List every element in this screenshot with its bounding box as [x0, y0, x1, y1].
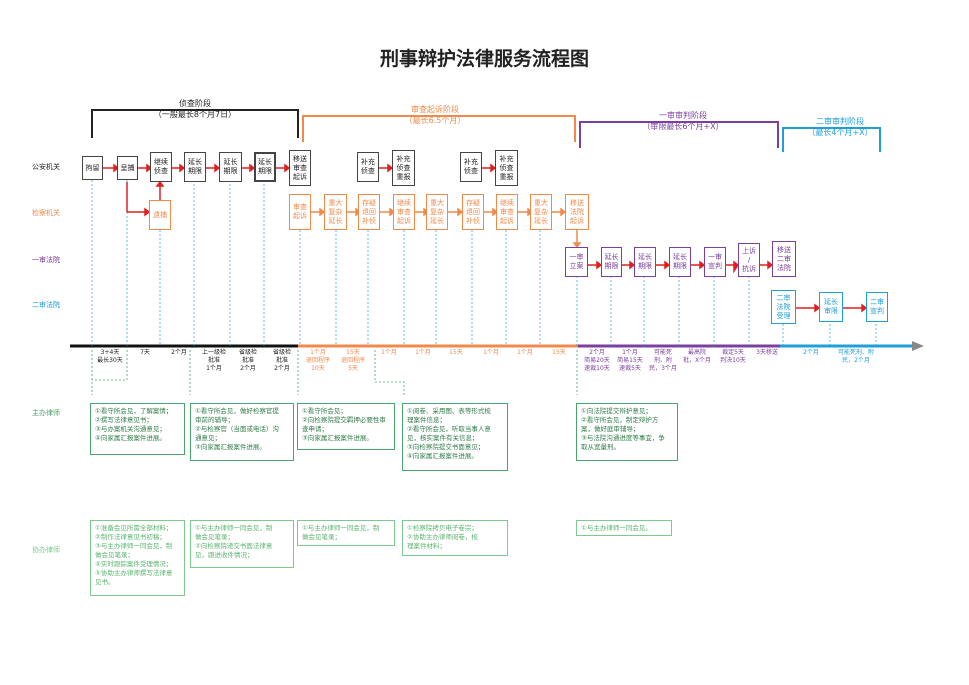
- row-label-procuratorate: 检察机关: [32, 209, 60, 217]
- court2-box-accept: 二审 法院 受理: [771, 290, 796, 324]
- procuratorate-box-arrest: 逮捕: [149, 200, 171, 230]
- police-box-continue-investigation: 继续 侦查: [150, 152, 172, 182]
- police-box-extend-3: 延长 期限: [254, 152, 276, 182]
- tick-label: 1个月: [381, 349, 397, 356]
- lead-note-review: ①看守所会见； ②向检察院提交羁押必要性审 查申请； ③向家属汇报案件进展。: [297, 403, 395, 450]
- assist-note-investigation: ①准备会见所需全部材料； ②制作法律意见书初稿； ③与主办律师一同会见，制 做会…: [90, 520, 185, 596]
- tick-label: 1个月 简易15天 速裁5天: [617, 349, 643, 372]
- police-box-extend-1: 延长 期限: [184, 152, 206, 182]
- row-label-court1: 一审法院: [32, 256, 60, 264]
- police-box-transfer-prosecution: 移送 审查 起诉: [289, 150, 311, 186]
- tick-label: 15天: [552, 349, 566, 356]
- police-box-supplement-2: 补充 侦查: [460, 152, 482, 182]
- tick-label: 1个月: [483, 349, 499, 356]
- tick-label: 省级检 批准 2个月: [238, 349, 257, 372]
- tick-label: 可能死 刑、附 民，3个月: [649, 349, 677, 372]
- procuratorate-box-major-extend-1: 重大 复杂 延长: [324, 194, 347, 230]
- lead-note-prosecution: ①阅卷、采用图、表等形式梳 理案件信息； ②看守所会见，听取当事人意 见，核实案…: [402, 403, 508, 471]
- procuratorate-box-return-1: 存疑 退回 补侦: [358, 194, 380, 230]
- phase-trial1: 一审审判阶段 （审限最长6个月+X）: [642, 111, 724, 131]
- tick-label: 1个月: [415, 349, 431, 356]
- police-box-detain: 拘留: [82, 156, 103, 180]
- phase-prosecution: 审查起诉阶段 （最长6.5个月）: [404, 105, 466, 125]
- tick-label: 3+4天 最长30天: [97, 349, 123, 364]
- phase-trial2: 二审审判阶段 （最长4个月+X）: [807, 117, 873, 137]
- tick-label: 7天: [140, 349, 150, 356]
- court1-box-verdict: 一审 宣判: [704, 247, 726, 277]
- assist-note-prosecution: ①检察院拷贝电子卷宗； ②协助主办律师阅卷，梳 理案件材料；: [402, 520, 508, 556]
- tick-label: 3天移送: [756, 349, 778, 356]
- tick-label: 可能死刑、附 民，2个月: [837, 349, 874, 364]
- tick-label: 裁定5天 判决10天: [720, 349, 746, 364]
- court1-box-filing: 一审 立案: [565, 247, 588, 277]
- row-label-police: 公安机关: [32, 163, 60, 171]
- tick-label: 1个月: [517, 349, 533, 356]
- police-box-supplement-1: 补充 侦查: [357, 152, 379, 182]
- procuratorate-box-review: 审查 起诉: [289, 194, 311, 230]
- lead-note-pre-arrest: ①看守所会见，做好检察官提 审前的辅导； ②与检察官（当面或电话）沟 通意见； …: [190, 403, 294, 461]
- tick-label: 2个月: [171, 349, 187, 356]
- court2-box-verdict: 二审 宣判: [866, 292, 888, 322]
- assist-note-trial: ①与主办律师一同会见。: [576, 520, 672, 536]
- police-box-supplement-resubmit-2: 补充 侦查 重报: [495, 150, 518, 186]
- procuratorate-box-continue-2: 继续 审查 起诉: [496, 194, 518, 230]
- tick-label: 省级检 批准 2个月: [272, 349, 291, 372]
- tick-label: 2个月: [803, 349, 819, 356]
- court1-box-appeal: 上诉 / 抗诉: [738, 243, 760, 277]
- tick-label: 15天: [449, 349, 463, 356]
- page-title: 刑事辩护法律服务流程图: [379, 48, 589, 70]
- procuratorate-box-return-2: 存疑 退回 补侦: [462, 194, 484, 230]
- lead-note-trial: ①向法院提交辩护意见； ②看守所会见，制定辩护方 案，做好庭审辅导； ③与法院沟…: [576, 403, 678, 461]
- procuratorate-box-major-extend-2: 重大 复杂 延长: [426, 194, 448, 230]
- court1-box-extend-2: 延长 期限: [634, 247, 656, 277]
- police-box-request-arrest: 呈捕: [117, 156, 138, 180]
- tick-label: 15天 退回程序 5天: [340, 349, 365, 372]
- row-label-assist-lawyer: 协办律师: [32, 546, 60, 554]
- tick-label: 上一级检 批准 1个月: [201, 349, 226, 372]
- police-box-extend-2: 延长 期限: [219, 152, 242, 182]
- court1-box-extend-1: 延长 期限: [601, 247, 622, 277]
- tick-label: 2个月 简易20天 速裁10天: [584, 349, 610, 372]
- court1-box-extend-3: 延长 期限: [669, 247, 691, 277]
- phase-investigation: 侦查阶段 （一般最长8个月7日）: [153, 99, 237, 119]
- assist-note-pre-arrest: ①与主办律师一同会见，制 做会见笔录； ②向检察院递交书面法律意 见，跟进收件情…: [190, 520, 294, 568]
- court2-box-extend: 延长 审限: [819, 292, 843, 322]
- row-label-lead-lawyer: 主办律师: [32, 409, 60, 417]
- procuratorate-box-continue-1: 继续 审查 起诉: [393, 194, 415, 230]
- procuratorate-box-major-extend-3: 重大 复杂 延长: [530, 194, 552, 230]
- tick-label: 最高院 批，X个月: [682, 349, 712, 364]
- assist-note-review: ①与主办律师一同会见，制 做会见笔录；: [297, 520, 395, 546]
- court1-box-transfer-court2: 移送 二审 法院: [772, 241, 796, 277]
- police-box-supplement-resubmit-1: 补充 侦查 重报: [392, 150, 415, 186]
- lead-note-investigation: ①看守所会见，了解案情； ②撰写法律意见书； ③与办案机关沟通意见； ④向家属汇…: [90, 403, 185, 455]
- row-label-court2: 二审法院: [32, 301, 60, 309]
- procuratorate-box-file-court: 移送 法院 起诉: [565, 194, 589, 230]
- tick-label: 1个月 退回程序 10天: [305, 349, 330, 372]
